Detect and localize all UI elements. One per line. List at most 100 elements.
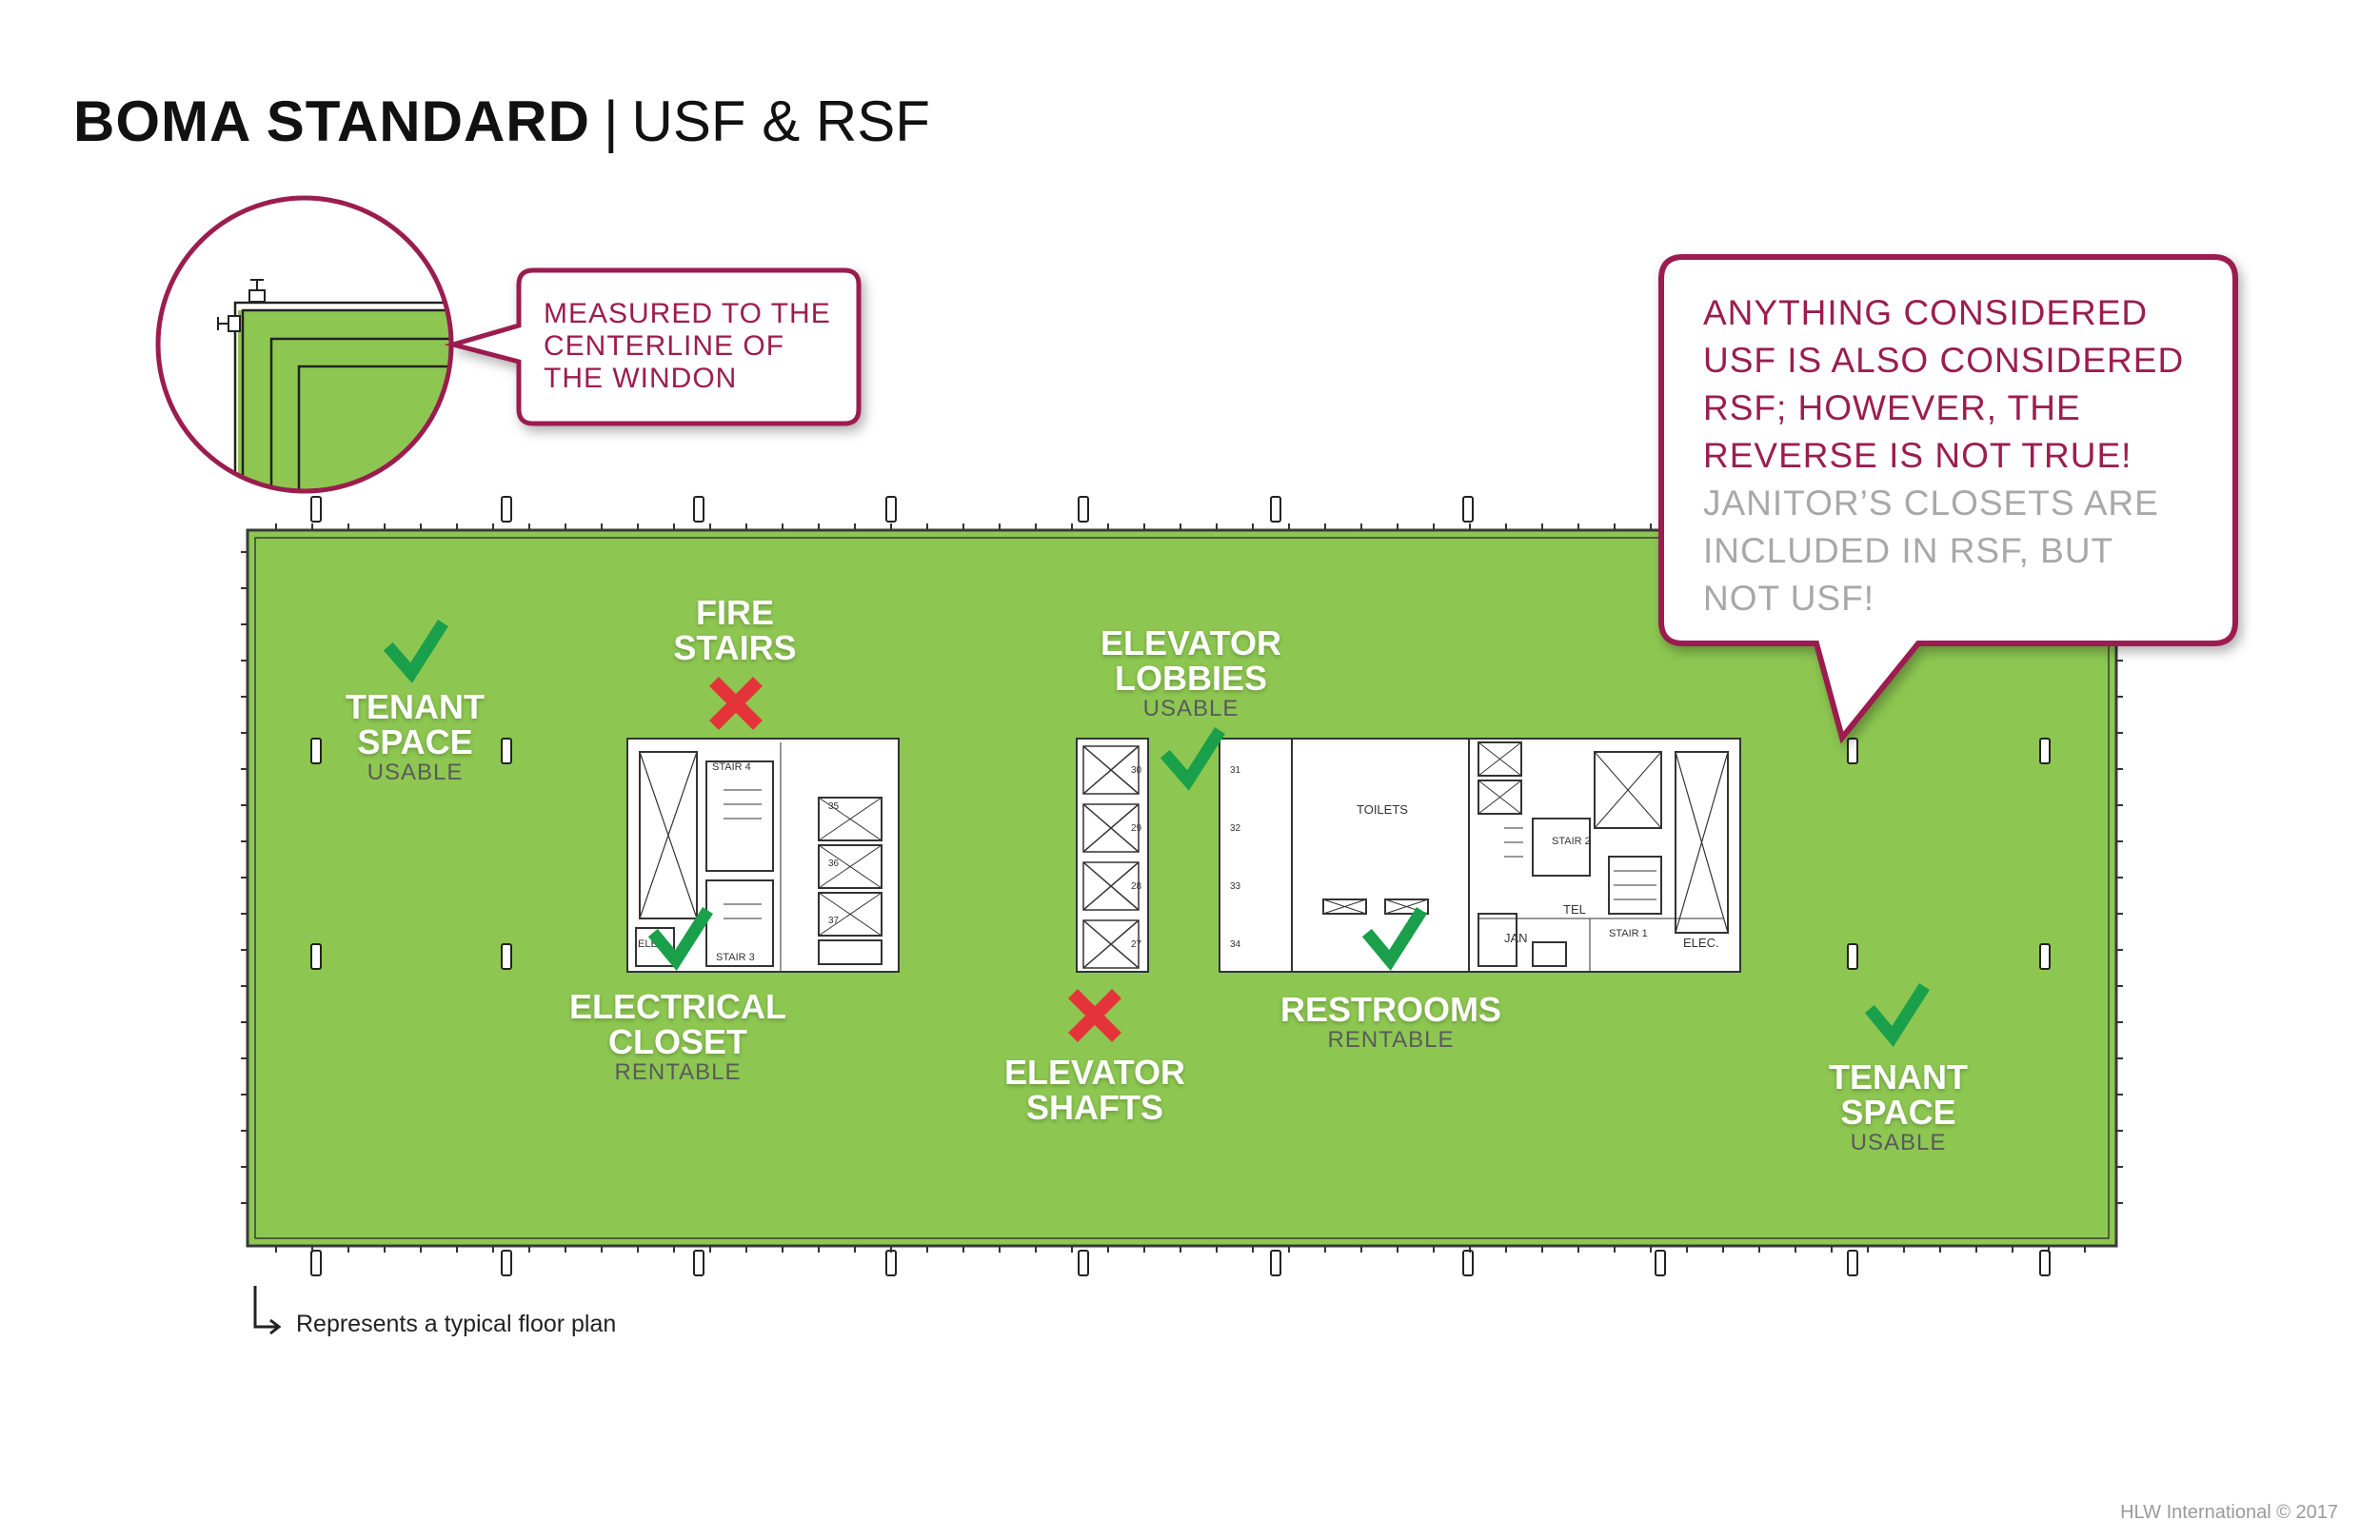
column-marker — [1847, 943, 1858, 970]
mullion-top — [1270, 496, 1281, 523]
window-mullions — [310, 496, 2051, 1276]
callout-big-red-3: RSF; HOWEVER, THE — [1703, 388, 2081, 427]
label-line: SPACE — [357, 722, 473, 761]
label-line: TENANT — [346, 687, 485, 726]
label-sub: USABLE — [367, 760, 464, 785]
footnote-arrow — [253, 1286, 282, 1335]
callout-small-text: MEASURED TO THE CENTERLINE OF THE WINDON — [544, 298, 831, 395]
elevator-number: 32 — [1230, 823, 1241, 834]
mullion-bottom — [2039, 1250, 2051, 1276]
elevator-number: 27 — [1131, 939, 1142, 950]
label-line: LOBBIES — [1114, 659, 1267, 698]
elevator-car-diagonal — [1082, 745, 1140, 795]
mullion-top — [693, 496, 704, 523]
elevator-car — [1082, 803, 1140, 853]
mullion-top — [1462, 496, 1474, 523]
column-marker — [501, 738, 512, 764]
check-electrical — [647, 907, 713, 971]
title-separator: | — [603, 89, 619, 153]
title-bold: BOMA STANDARD — [73, 89, 590, 153]
elevator-number: 28 — [1131, 881, 1142, 892]
label-line: ELECTRICAL — [569, 987, 786, 1026]
column-marker — [2039, 738, 2051, 764]
mullion-top — [310, 496, 322, 523]
elevator-bank-left — [1076, 738, 1149, 973]
callout-big-grey-3: NOT USF! — [1703, 579, 1874, 618]
cross-elevator-shafts — [1068, 989, 1121, 1042]
label-line: ELEVATOR — [1100, 623, 1282, 662]
mullion-bottom — [885, 1250, 897, 1276]
label-elevator-shafts: ELEVATOR SHAFTS — [1004, 1055, 1185, 1125]
plan-text-stair2: STAIR 2 — [1552, 836, 1591, 847]
elevator-number: 37 — [828, 916, 840, 926]
callout-big-bubble — [1658, 254, 2238, 744]
label-line: SPACE — [1840, 1093, 1956, 1132]
label-fire-stairs: FIRE STAIRS — [673, 595, 796, 665]
label-elevator-lobbies: ELEVATOR LOBBIES USABLE — [1101, 625, 1281, 722]
elevator-number: 29 — [1131, 823, 1142, 834]
mullion-top — [501, 496, 512, 523]
checkmarks — [383, 620, 1930, 1047]
plan-text-jan: JAN — [1504, 931, 1528, 945]
mullion-bottom — [501, 1250, 512, 1276]
column-marker — [310, 943, 322, 970]
label-electrical-closet: ELECTRICAL CLOSET RENTABLE — [569, 989, 786, 1086]
mullion-bottom — [310, 1250, 322, 1276]
elevator-number: 31 — [1230, 765, 1241, 776]
label-line: ELEVATOR — [1003, 1053, 1186, 1092]
callout-small-bubble — [444, 267, 862, 426]
label-line: RESTROOMS — [1279, 990, 1502, 1029]
title-light: USF & RSF — [631, 89, 930, 153]
label-line: TENANT — [1829, 1057, 1968, 1096]
elevator-car — [1082, 745, 1140, 795]
mullion-top — [1078, 496, 1089, 523]
check-restrooms — [1361, 907, 1427, 971]
label-line: FIRE — [695, 593, 774, 632]
callout-big-red-1: ANYTHING CONSIDERED — [1703, 293, 2149, 332]
core-left — [626, 738, 900, 973]
elevator-car — [1082, 919, 1140, 969]
mullion-bottom — [1847, 1250, 1858, 1276]
label-tenant-space-left: TENANT SPACE USABLE — [346, 689, 485, 786]
mullion-bottom — [693, 1250, 704, 1276]
page-title: BOMA STANDARD|USF & RSF — [73, 93, 930, 150]
callout-big-red-2: USF IS ALSO CONSIDERED — [1703, 341, 2185, 380]
column-marker — [2039, 943, 2051, 970]
column-marker — [310, 738, 322, 764]
callout-big-grey-2: INCLUDED IN RSF, BUT — [1703, 531, 2114, 570]
label-line: CLOSET — [607, 1022, 747, 1061]
callout-big-grey-1: JANITOR’S CLOSETS ARE — [1703, 484, 2159, 523]
interior-columns — [310, 738, 2051, 970]
column-marker — [501, 943, 512, 970]
plan-text-tel: TEL — [1563, 902, 1586, 917]
elevator-car-diagonal — [1082, 803, 1140, 853]
callout-big-text: ANYTHING CONSIDERED USF IS ALSO CONSIDER… — [1703, 289, 2217, 622]
label-line: SHAFTS — [1026, 1088, 1163, 1127]
plan-text-stair1: STAIR 1 — [1609, 928, 1648, 939]
check-elevator-lobbies — [1160, 727, 1225, 791]
callout-small-line-1: MEASURED TO THE — [544, 298, 831, 329]
elevator-number: 36 — [828, 859, 840, 869]
floor-inner-line — [254, 537, 2110, 1239]
elevator-number: 35 — [828, 801, 840, 812]
mullion-bottom — [1270, 1250, 1281, 1276]
label-restrooms: RESTROOMS RENTABLE — [1280, 992, 1501, 1054]
zoom-detail-circle — [155, 195, 454, 494]
copyright-text: HLW International © 2017 — [2120, 1502, 2338, 1523]
mullion-top — [885, 496, 897, 523]
label-sub: USABLE — [1850, 1130, 1947, 1155]
elevator-number: 34 — [1230, 939, 1241, 950]
label-sub: RENTABLE — [614, 1059, 742, 1085]
core-right — [1219, 738, 1741, 973]
plan-text-stair4: STAIR 4 — [712, 761, 751, 773]
cross-fire-stairs — [709, 677, 763, 730]
plan-text-stair3: STAIR 3 — [716, 952, 755, 963]
floor-area — [246, 528, 2118, 1248]
check-tenant-right — [1864, 983, 1930, 1047]
elevator-car-diagonal — [1082, 919, 1140, 969]
elevator-car-diagonal — [1082, 861, 1140, 911]
label-sub: RENTABLE — [1327, 1027, 1455, 1053]
check-tenant-left — [383, 620, 448, 683]
label-sub: USABLE — [1142, 696, 1240, 721]
mullion-bottom — [1655, 1250, 1666, 1276]
